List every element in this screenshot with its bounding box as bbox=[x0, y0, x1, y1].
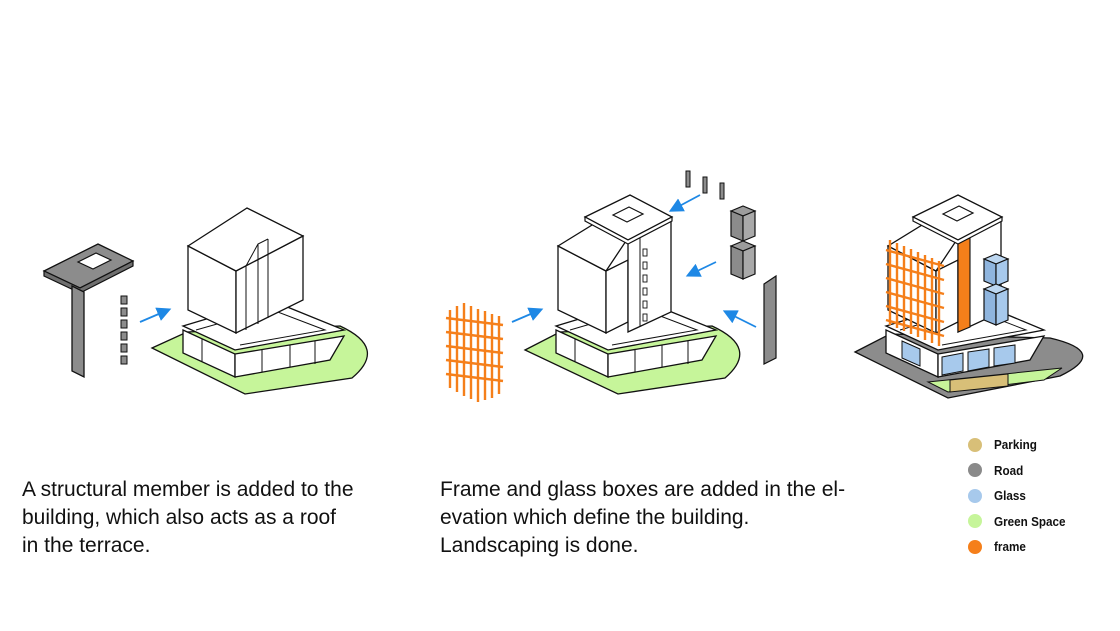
stage-2-facade-elements bbox=[445, 170, 777, 402]
roof-pins bbox=[685, 170, 725, 200]
legend-label: Green Space bbox=[994, 513, 1066, 529]
caption-line: evation which define the building. bbox=[440, 506, 750, 529]
green-space-swatch bbox=[968, 514, 982, 529]
roof-arrow bbox=[668, 194, 701, 212]
caption-line: A structural member is added to the bbox=[22, 478, 354, 501]
stage-3-final-building bbox=[853, 194, 1084, 399]
caption-line: Landscaping is done. bbox=[440, 534, 639, 557]
parking-swatch bbox=[968, 437, 982, 452]
legend-item-parking: Parking bbox=[968, 432, 1074, 458]
legend-label: Road bbox=[994, 462, 1024, 478]
caption-line: Frame and glass boxes are added in the e… bbox=[440, 478, 846, 501]
column-blocks bbox=[120, 295, 128, 365]
legend: Parking Road Glass Green Space frame bbox=[968, 432, 1074, 560]
building-2 bbox=[523, 194, 741, 395]
glass-boxes bbox=[729, 205, 757, 280]
caption-line: building, which also acts as a roof bbox=[22, 506, 337, 529]
glass-arrow bbox=[685, 261, 717, 277]
legend-item-green-space: Green Space bbox=[968, 509, 1074, 535]
podium-glass bbox=[901, 340, 1016, 376]
legend-item-frame: frame bbox=[968, 534, 1074, 560]
parking bbox=[949, 373, 1009, 393]
legend-label: Parking bbox=[994, 437, 1037, 453]
panel-arrow bbox=[722, 310, 757, 328]
legend-item-glass: Glass bbox=[968, 483, 1074, 509]
stage-1-structural-member bbox=[42, 207, 369, 395]
roof-opening bbox=[76, 252, 113, 270]
tower-top bbox=[186, 207, 305, 272]
orange-fin bbox=[957, 237, 971, 333]
frame-swatch bbox=[968, 539, 982, 554]
caption-structural-member: A structural member is added to the buil… bbox=[22, 476, 354, 560]
legend-label: Glass bbox=[994, 488, 1026, 504]
legend-item-road: Road bbox=[968, 458, 1074, 484]
legend-label: frame bbox=[994, 539, 1026, 555]
glass-swatch bbox=[968, 488, 982, 503]
facade-panel bbox=[763, 274, 777, 365]
building-1 bbox=[150, 207, 369, 395]
glass-boxes-final bbox=[982, 253, 1010, 326]
frame-arrow bbox=[511, 307, 544, 323]
caption-line: in the terrace. bbox=[22, 534, 151, 557]
road-swatch bbox=[968, 463, 982, 478]
orange-frame bbox=[445, 303, 504, 402]
structural-column bbox=[71, 284, 85, 379]
assembly-arrow bbox=[139, 307, 172, 323]
roof-slab-edge bbox=[43, 260, 134, 294]
orange-frame-final bbox=[885, 240, 945, 346]
caption-frame-glass: Frame and glass boxes are added in the e… bbox=[440, 476, 845, 560]
